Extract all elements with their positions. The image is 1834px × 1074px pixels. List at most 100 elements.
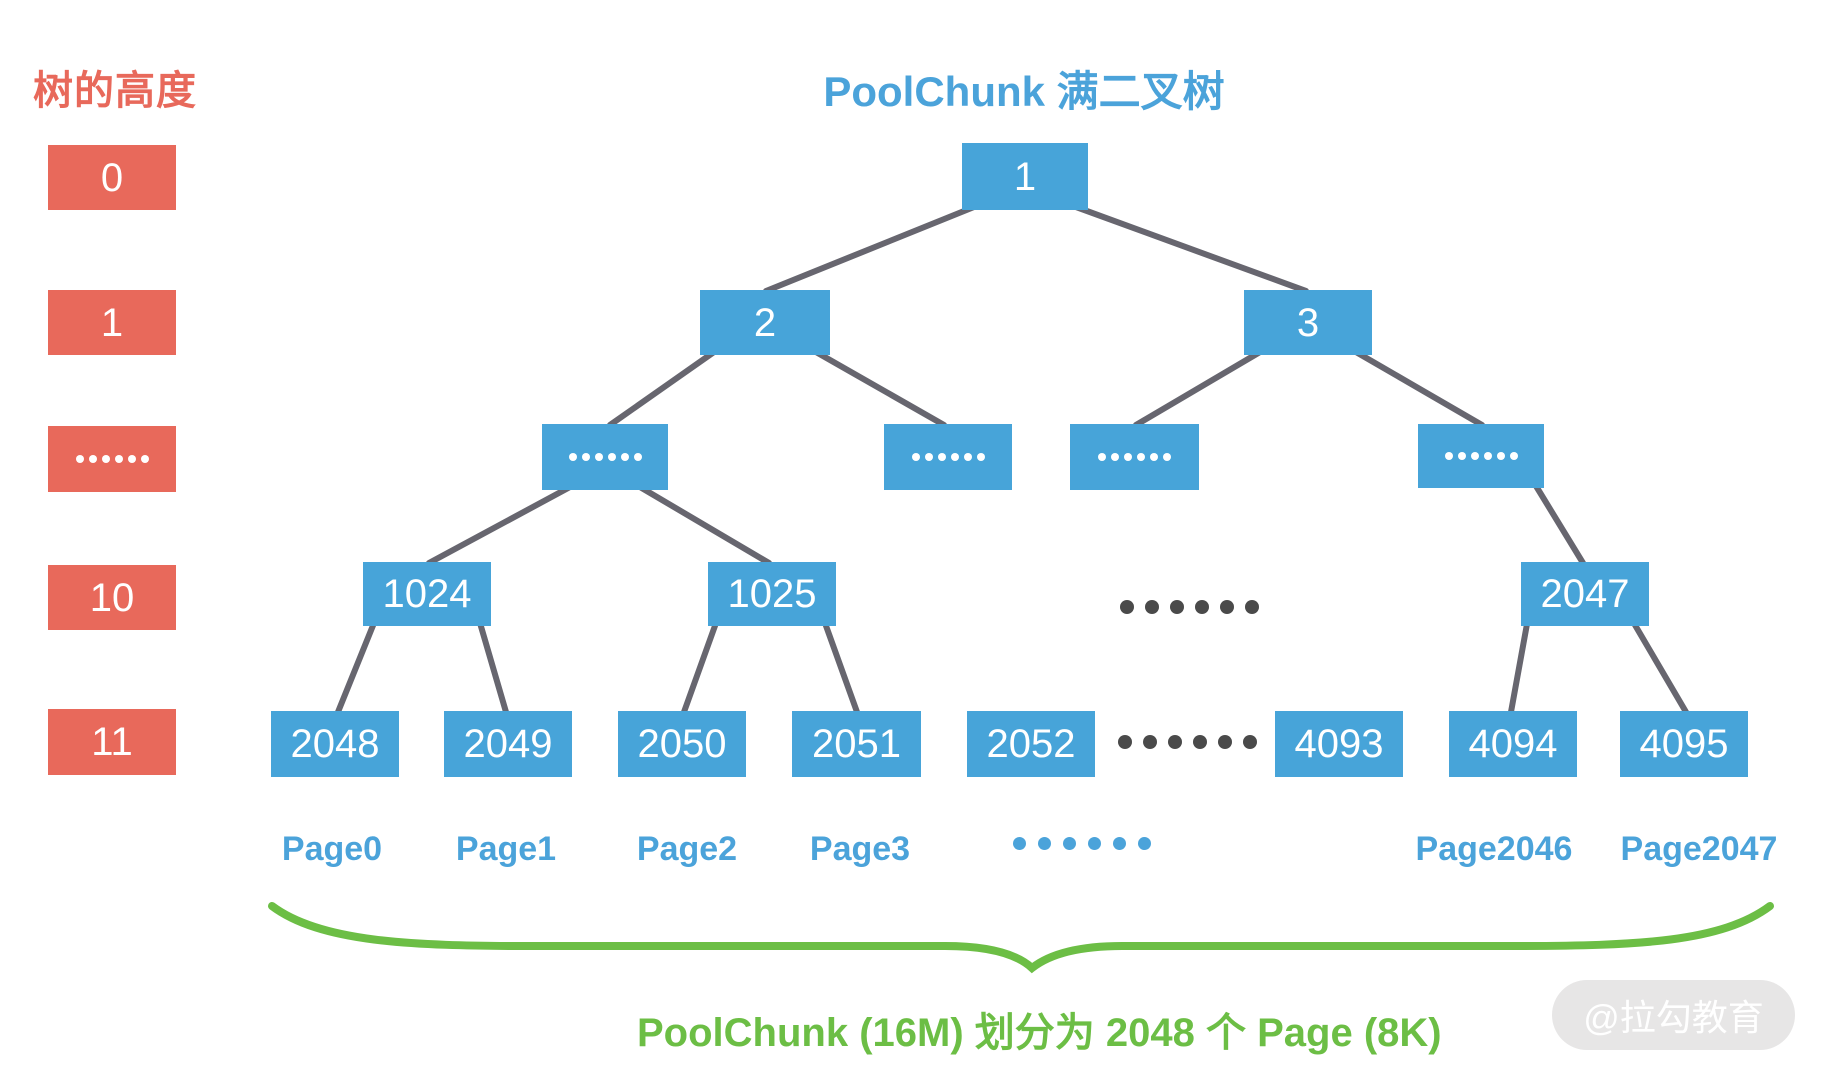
tree-node-2050: 2050 — [618, 711, 746, 777]
tree-edge — [607, 349, 717, 428]
watermark-badge: @拉勾教育 — [1552, 980, 1795, 1050]
brace-path — [268, 902, 1774, 974]
tree-node-label: 2050 — [637, 722, 727, 766]
tree-edge — [822, 620, 860, 715]
dot — [1098, 453, 1106, 461]
height-box-label: 10 — [89, 575, 135, 620]
dot — [607, 453, 616, 461]
tree-edge — [1073, 204, 1309, 294]
dot — [924, 453, 933, 461]
dot — [1088, 836, 1101, 850]
dot — [1038, 836, 1051, 850]
tree-node-label: 2052 — [986, 722, 1076, 766]
dot — [594, 453, 603, 461]
dot — [911, 453, 920, 461]
tree-edge — [681, 620, 719, 715]
dot — [950, 453, 959, 461]
dot — [1193, 735, 1207, 749]
tree-edge — [426, 484, 573, 566]
dot — [1137, 453, 1145, 461]
tree-height-header: 树的高度 — [33, 69, 197, 113]
tree-node-1025: 1025 — [708, 562, 836, 626]
dot — [1063, 836, 1076, 850]
dot — [1195, 600, 1209, 614]
tree-node-ellipsis — [1070, 424, 1199, 490]
tree-node-3: 3 — [1244, 290, 1372, 355]
dot — [88, 455, 97, 463]
tree-node-label: 4094 — [1468, 722, 1558, 766]
dot — [127, 455, 136, 463]
page-label-Page2: Page2 — [636, 830, 738, 868]
dot — [1243, 735, 1257, 749]
tree-node-2048: 2048 — [271, 711, 399, 777]
tree-node-1: 1 — [962, 143, 1088, 210]
height-box-11: 11 — [48, 709, 176, 775]
tree-node-ellipsis — [1418, 424, 1544, 488]
page-ellipsis-dots — [1013, 836, 1151, 850]
tree-edge — [637, 484, 772, 566]
dot — [1120, 600, 1134, 614]
dot — [1245, 600, 1259, 614]
height-box-0: 0 — [48, 145, 176, 210]
dot — [1163, 453, 1171, 461]
tree-node-ellipsis — [884, 424, 1012, 490]
tree-edge — [1133, 349, 1263, 428]
tree-node-4094: 4094 — [1449, 711, 1577, 777]
tree-node-2: 2 — [700, 290, 830, 355]
tree-node-ellipsis — [542, 424, 668, 490]
tree-node-label: 4093 — [1294, 722, 1384, 766]
ellipsis-dots — [1098, 453, 1171, 461]
tree-node-label: 2049 — [463, 722, 553, 766]
height-box-label: 0 — [100, 155, 124, 200]
dot — [1138, 836, 1151, 850]
dot — [1143, 735, 1157, 749]
dot — [1218, 735, 1232, 749]
dot — [1220, 600, 1234, 614]
dot — [1150, 453, 1158, 461]
dot — [1124, 453, 1132, 461]
tree-node-label: 2051 — [812, 722, 901, 766]
brace-caption: PoolChunk (16M) 划分为 2048 个 Page (8K) — [637, 1011, 1442, 1055]
dot — [1496, 452, 1505, 460]
dot — [1118, 735, 1132, 749]
height-box-10: 10 — [48, 565, 176, 630]
tree-node-2052: 2052 — [967, 711, 1095, 777]
dot — [1457, 452, 1466, 460]
dot — [568, 453, 577, 461]
dot — [963, 453, 972, 461]
tree-node-label: 2047 — [1540, 572, 1630, 616]
dot — [1444, 452, 1453, 460]
tree-node-4095: 4095 — [1620, 711, 1748, 777]
dot — [1111, 453, 1119, 461]
ellipsis-dots — [75, 455, 149, 463]
tree-edge — [335, 620, 377, 715]
tree-node-1024: 1024 — [363, 562, 491, 626]
height-box-ellipsis — [48, 426, 176, 492]
tree-node-2047: 2047 — [1521, 562, 1649, 626]
tree-node-label: 2048 — [290, 722, 380, 766]
dot — [937, 453, 946, 461]
tree-node-label: 4095 — [1639, 722, 1729, 766]
tree-node-2049: 2049 — [444, 711, 572, 777]
dot — [140, 455, 149, 463]
dot — [633, 453, 642, 461]
ellipsis-dots — [911, 453, 985, 461]
tree-edge — [813, 349, 947, 428]
page-label-Page0: Page0 — [281, 830, 383, 868]
page-label-Page2046: Page2046 — [1415, 830, 1573, 868]
diagram-title: PoolChunk 满二叉树 — [823, 68, 1225, 115]
dot — [101, 455, 110, 463]
height-box-1: 1 — [48, 290, 176, 355]
dot — [1470, 452, 1479, 460]
tree-node-label: 1024 — [382, 572, 472, 616]
dot — [581, 453, 590, 461]
ellipsis-dots — [1444, 452, 1518, 460]
page-label-Page2047: Page2047 — [1620, 830, 1778, 868]
tree-node-4093: 4093 — [1275, 711, 1403, 777]
dot — [1483, 452, 1492, 460]
dot — [75, 455, 84, 463]
tree-node-label: 3 — [1296, 300, 1320, 345]
tree-node-2051: 2051 — [792, 711, 921, 777]
ellipsis-dots — [568, 453, 642, 461]
